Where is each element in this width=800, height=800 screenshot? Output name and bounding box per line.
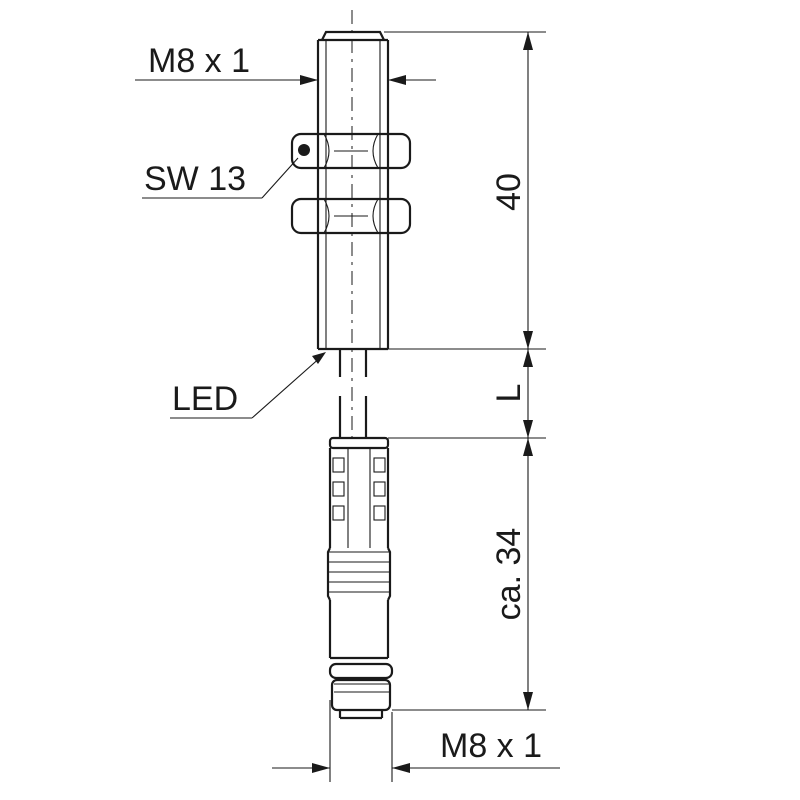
- dim-thread-bottom: M8 x 1: [272, 700, 560, 782]
- hex-nut-lower: [290, 197, 412, 235]
- label-thread-top: M8 x 1: [148, 42, 250, 80]
- led-indicator-dot: [298, 144, 310, 156]
- leader-led: LED: [170, 352, 326, 419]
- dim-thread-top: M8 x 1: [135, 42, 436, 85]
- label-wrench-size: SW 13: [144, 160, 246, 198]
- label-led: LED: [172, 380, 238, 418]
- label-length-body: 40: [490, 173, 528, 211]
- m8-connector: [326, 436, 394, 720]
- sensor-barrel: [316, 30, 390, 351]
- label-thread-bottom: M8 x 1: [440, 727, 542, 765]
- hex-nut-upper: [290, 132, 412, 170]
- cable-leads: [338, 349, 368, 438]
- label-length-l: L: [490, 384, 528, 403]
- label-length-connector: ca. 34: [490, 528, 528, 621]
- leader-wrench-size: SW 13: [142, 157, 299, 199]
- dim-vertical-chain: 40 L ca. 34: [384, 31, 546, 711]
